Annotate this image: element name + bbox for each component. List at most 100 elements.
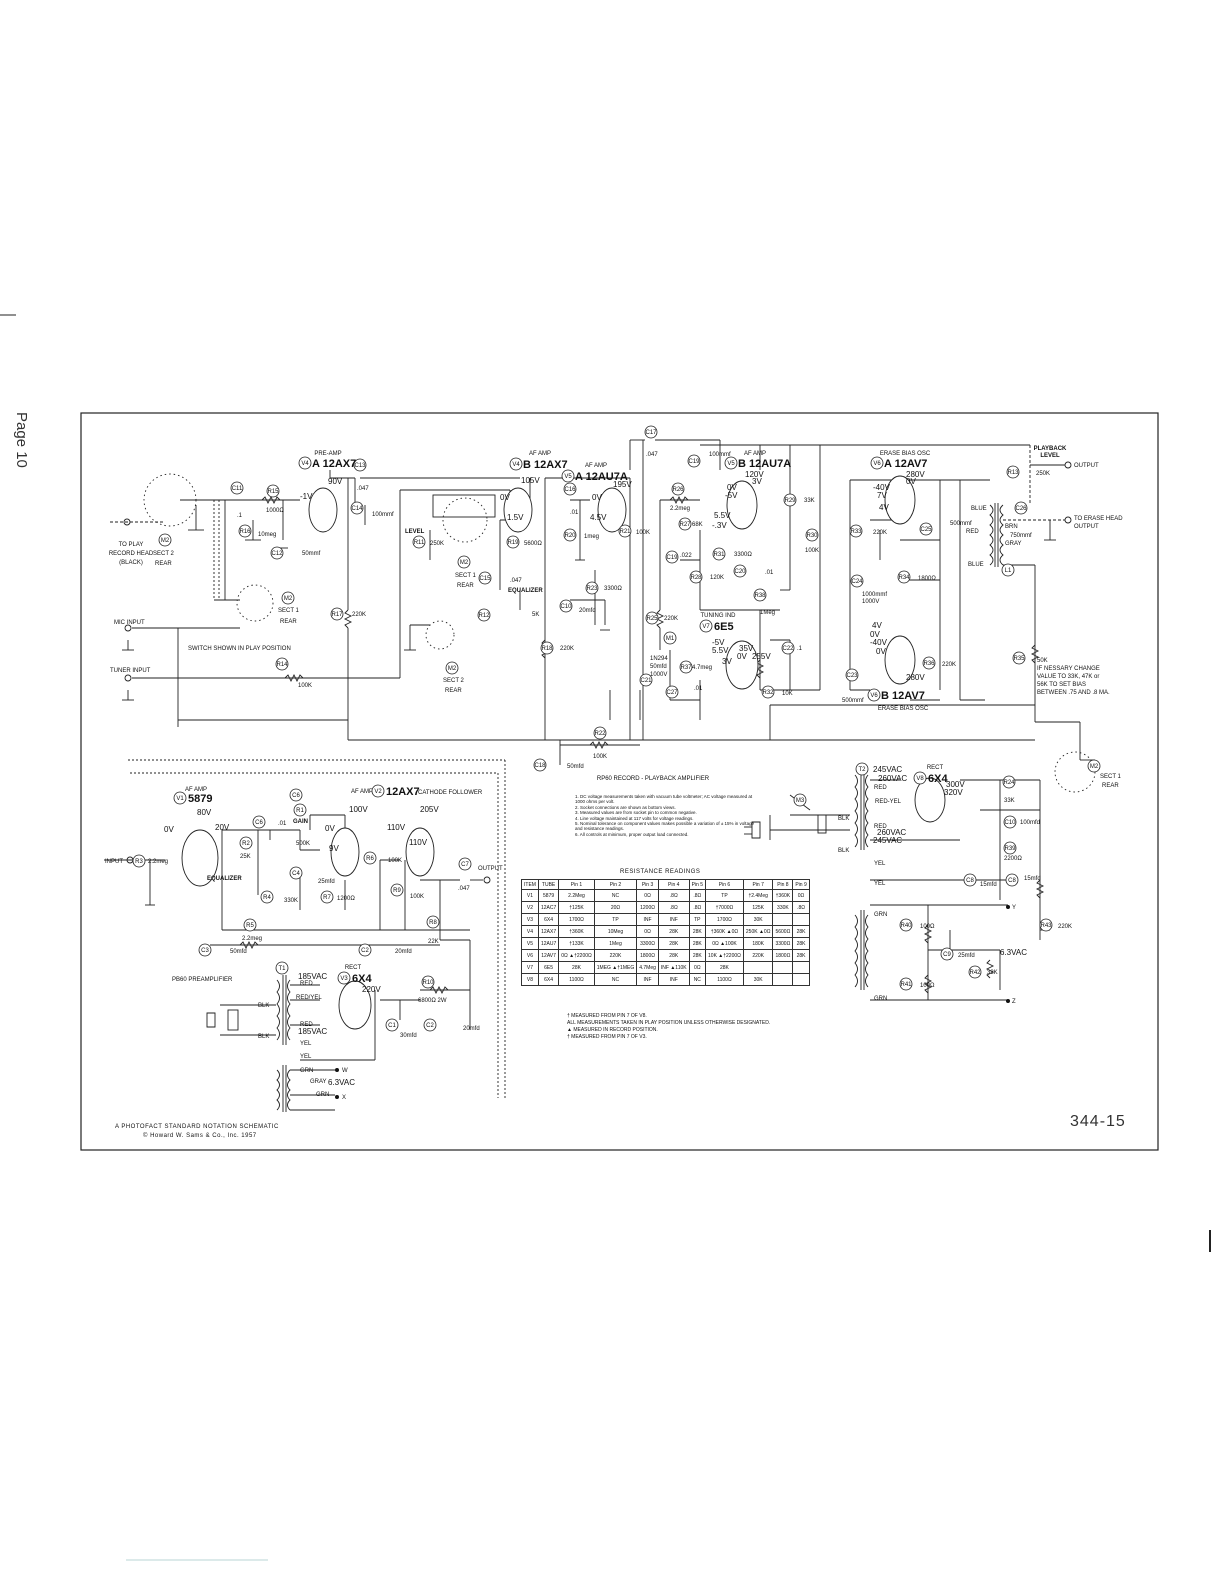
table-cell: 28K (688, 925, 707, 938)
svg-text:.01: .01 (765, 570, 774, 576)
tube-v8 (914, 777, 946, 823)
svg-text:0V: 0V (906, 477, 916, 486)
table-cell: .8Ω (792, 901, 810, 914)
v5b-type: B 12AU7A (738, 458, 791, 470)
table-cell: 1800Ω (636, 949, 659, 962)
bias-note-3: VALUE TO 33K, 47K or (1037, 674, 1099, 680)
svg-text:15mfd: 15mfd (980, 882, 997, 888)
table-cell: INF (636, 973, 659, 986)
table-cell: 1100Ω (705, 973, 744, 986)
tube-v6a-label: ERASE BIAS OSC V6 A 12AV7 (870, 451, 931, 470)
table-cell: 20Ω (593, 901, 638, 914)
svg-text:C14: C14 (351, 506, 363, 512)
table-cell: 4.7Meg (636, 961, 659, 974)
svg-text:2.2meg: 2.2meg (670, 506, 690, 512)
svg-text:C12: C12 (271, 551, 283, 557)
m2-sect1b-rear: REAR (457, 583, 474, 589)
v6a-type: A 12AV7 (884, 458, 927, 470)
table-cell: V1 (521, 889, 539, 902)
svg-text:GRN: GRN (874, 912, 887, 918)
svg-text:100K: 100K (298, 683, 312, 689)
preamp-title: PB60 PREAMPLIFIER (172, 977, 233, 983)
svg-text:.01: .01 (570, 510, 579, 516)
svg-text:RED: RED (300, 981, 313, 987)
svg-text:1000mmf: 1000mmf (862, 592, 887, 598)
credit-line-2: © Howard W. Sams & Co., Inc. 1957 (143, 1133, 257, 1139)
svg-text:-.3V: -.3V (712, 521, 727, 530)
table-cell: NC (593, 889, 638, 902)
svg-text:R20: R20 (564, 533, 576, 539)
credit-line-1: A PHOTOFACT STANDARD NOTATION SCHEMATIC (115, 1124, 279, 1130)
svg-text:R24: R24 (1003, 780, 1015, 786)
table-cell: 12AU7 (537, 937, 560, 950)
svg-text:.047: .047 (357, 486, 369, 492)
svg-text:X: X (342, 1095, 346, 1101)
table-cell: 28K (657, 925, 690, 938)
table-cell: NC (593, 973, 638, 986)
svg-text:1Meg: 1Meg (760, 610, 775, 616)
tube-v3-label: RECT V3 6X4 (337, 965, 372, 985)
svg-text:2.2meg: 2.2meg (242, 936, 262, 942)
preamp-input-label: INPUT (105, 859, 123, 865)
svg-text:1000Ω: 1000Ω (266, 508, 284, 514)
power-supply-wiring (744, 751, 1096, 1001)
table-cell: INF (657, 913, 690, 926)
svg-text:GRAY: GRAY (1005, 541, 1022, 547)
svg-text:.047: .047 (458, 886, 470, 892)
component-bubbles: C11 R15 R16 C12 C13 C14 R17 R14 R11 C15 … (132, 425, 1101, 1032)
svg-text:R32: R32 (762, 690, 774, 696)
svg-text:320V: 320V (944, 788, 963, 797)
svg-text:R8: R8 (429, 920, 437, 926)
svg-text:280V: 280V (906, 673, 925, 682)
credit: A PHOTOFACT STANDARD NOTATION SCHEMATIC … (115, 1123, 279, 1141)
tube-v7-label: TUNING IND V7 6E5 (699, 613, 736, 633)
table-cell: †7000Ω (705, 901, 744, 914)
svg-text:5.5V: 5.5V (712, 646, 729, 655)
svg-text:185VAC: 185VAC (298, 972, 327, 981)
svg-text:C2: C2 (426, 1023, 434, 1029)
svg-text:185VAC: 185VAC (298, 1027, 327, 1036)
tube-v5b-label: AF AMP V5 B 12AU7A (724, 451, 791, 470)
svg-text:110V: 110V (387, 823, 406, 832)
svg-text:1N294: 1N294 (650, 656, 668, 662)
v2-function-2: CATHODE FOLLOWER (418, 790, 483, 796)
table-cell: V7 (521, 961, 539, 974)
svg-text:C27: C27 (666, 690, 678, 696)
svg-text:6800Ω 2W: 6800Ω 2W (418, 998, 447, 1004)
svg-text:22K: 22K (428, 939, 439, 945)
table-cell: V2 (521, 901, 539, 914)
svg-text:3V: 3V (752, 477, 762, 486)
m2-sect1c-rear: REAR (1102, 783, 1119, 789)
tube-v5a-label: AF AMP V5 A 12AU7A (561, 463, 628, 483)
svg-text:0V: 0V (870, 630, 880, 639)
svg-text:C3: C3 (201, 948, 209, 954)
svg-text:BLK: BLK (258, 1034, 269, 1040)
table-cell: 1700Ω (705, 913, 744, 926)
svg-text:2200Ω: 2200Ω (1004, 856, 1022, 862)
svg-text:10K: 10K (782, 691, 793, 697)
svg-text:R34: R34 (898, 575, 910, 581)
svg-text:260VAC: 260VAC (878, 774, 907, 783)
table-cell: 330K (772, 901, 794, 914)
svg-text:RED-YEL: RED-YEL (875, 799, 902, 805)
note-4: 4. Line voltage maintained at 117 volts … (575, 815, 694, 821)
table-cell: 3300Ω (636, 937, 659, 950)
svg-text:500mmf: 500mmf (950, 521, 972, 527)
svg-text:100Ω: 100Ω (920, 924, 935, 930)
svg-text:R38: R38 (754, 593, 766, 599)
svg-text:C18: C18 (534, 763, 546, 769)
table-cell: 1Meg (593, 937, 638, 950)
table-cell: 12AV7 (537, 949, 560, 962)
table-cell: 28K (657, 949, 690, 962)
svg-text:M1: M1 (666, 636, 675, 642)
svg-text:C8: C8 (966, 878, 974, 884)
v8-function: RECT (927, 765, 944, 771)
v1-ref: V1 (176, 796, 184, 802)
svg-text:9V: 9V (329, 844, 339, 853)
v4a-function: PRE-AMP (314, 451, 341, 457)
svg-text:0V: 0V (500, 493, 510, 502)
